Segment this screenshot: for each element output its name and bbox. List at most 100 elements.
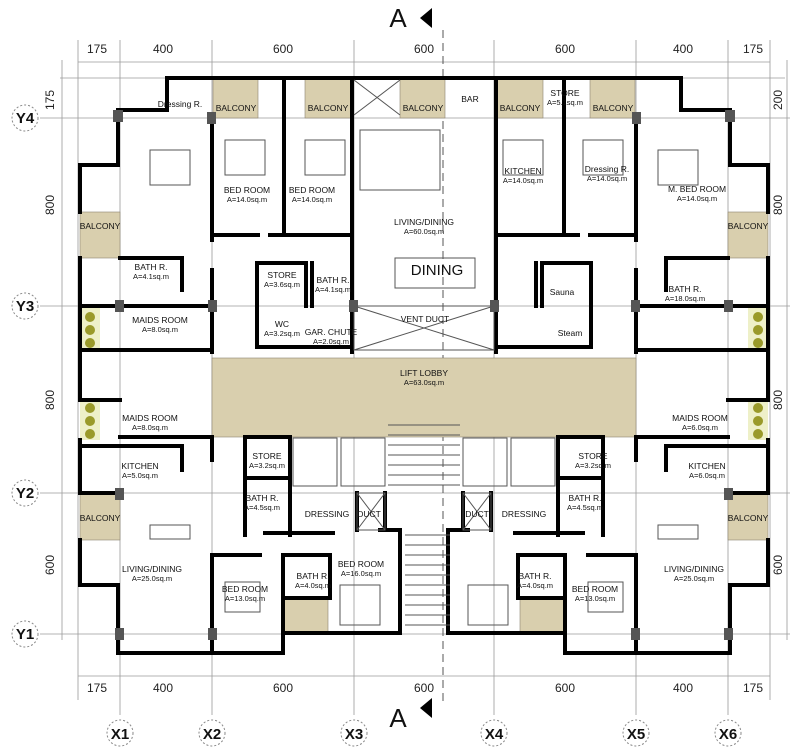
section-arrow-icon bbox=[420, 8, 432, 28]
room-area: A=6.0sq.m bbox=[682, 423, 718, 432]
room-area: A=25.0sq.m bbox=[674, 574, 714, 583]
dimension-label: 600 bbox=[414, 42, 434, 56]
dimension-label: 400 bbox=[673, 42, 693, 56]
room-area: A=8.0sq.m bbox=[142, 325, 178, 334]
room-area: A=14.0sq.m bbox=[677, 194, 717, 203]
room-area: A=25.0sq.m bbox=[132, 574, 172, 583]
room-area: A=14.0sq.m bbox=[227, 195, 267, 204]
room-area: A=5.1sq.m bbox=[547, 98, 583, 107]
grid-axis-label: Y3 bbox=[16, 298, 34, 315]
room-area: A=63.0sq.m bbox=[404, 378, 444, 387]
room-name: KITCHEN bbox=[688, 461, 725, 471]
section-mark-bottom: A bbox=[389, 698, 432, 733]
room-name: GAR. CHUTE bbox=[305, 327, 358, 337]
room-name: Sauna bbox=[550, 287, 575, 297]
room-area: A=3.2sq.m bbox=[264, 329, 300, 338]
grid-bubble bbox=[340, 719, 368, 747]
room-name: BED ROOM bbox=[289, 185, 335, 195]
room-name: BATH R. bbox=[246, 493, 279, 503]
grid-bubble bbox=[11, 479, 39, 507]
room-name: KITCHEN bbox=[121, 461, 158, 471]
room-name: BAR bbox=[461, 94, 478, 104]
dimension-label: 600 bbox=[771, 555, 785, 575]
room-name: BALCONY bbox=[728, 221, 769, 231]
room-area: A=4.0sq.m bbox=[517, 581, 553, 590]
room-area: A=4.1sq.m bbox=[315, 285, 351, 294]
dimension-label: 600 bbox=[414, 681, 434, 695]
room-area: A=5.0sq.m bbox=[122, 471, 158, 480]
room-area: A=13.0sq.m bbox=[575, 594, 615, 603]
room-name: DINING bbox=[411, 262, 464, 279]
dimension-label: 400 bbox=[153, 681, 173, 695]
plant-icons bbox=[85, 312, 763, 439]
grid-bubble bbox=[198, 719, 226, 747]
room-name: BATH R. bbox=[669, 284, 702, 294]
room-name: MAIDS ROOM bbox=[672, 413, 728, 423]
room-area: A=8.0sq.m bbox=[132, 423, 168, 432]
room-area: A=14.0sq.m bbox=[292, 195, 332, 204]
section-label: A bbox=[389, 703, 407, 733]
walls-left-half bbox=[78, 76, 426, 655]
grid-axis-label: Y2 bbox=[16, 485, 34, 502]
room-name: STORE bbox=[550, 88, 579, 98]
room-name: LIFT LOBBY bbox=[400, 368, 448, 378]
grid-bubble bbox=[106, 719, 134, 747]
grid-axis-label: X5 bbox=[627, 726, 645, 743]
dimension-label: 600 bbox=[555, 681, 575, 695]
room-name: BATH R. bbox=[317, 275, 350, 285]
room-area: A=3.2sq.m bbox=[249, 461, 285, 470]
room-name: BATH R. bbox=[569, 493, 602, 503]
room-area: A=60.0sq.m bbox=[404, 227, 444, 236]
room-name: STORE bbox=[267, 270, 296, 280]
room-name: BED ROOM bbox=[338, 559, 384, 569]
grid-axis-label: Y1 bbox=[16, 626, 34, 643]
grid-bubble bbox=[622, 719, 650, 747]
room-name: Steam bbox=[558, 328, 583, 338]
room-name: Dressing R. bbox=[585, 164, 629, 174]
room-area: A=4.5sq.m bbox=[244, 503, 280, 512]
lift-lobby-floor bbox=[211, 357, 637, 438]
grid-bubble bbox=[11, 104, 39, 132]
room-area: A=4.0sq.m bbox=[295, 581, 331, 590]
room-name: BALCONY bbox=[593, 103, 634, 113]
room-area: A=14.0sq.m bbox=[587, 174, 627, 183]
grid-bubble bbox=[11, 292, 39, 320]
room-name: KITCHEN bbox=[504, 166, 541, 176]
room-area: A=18.0sq.m bbox=[665, 294, 705, 303]
grid-axis-label: X1 bbox=[111, 726, 129, 743]
dimension-label: 175 bbox=[87, 42, 107, 56]
room-area: A=3.2sq.m bbox=[575, 461, 611, 470]
room-name: BED ROOM bbox=[224, 185, 270, 195]
dimension-label: 175 bbox=[743, 42, 763, 56]
room-area: A=4.1sq.m bbox=[133, 272, 169, 281]
grid-axis-label: X2 bbox=[203, 726, 221, 743]
grid-bubble bbox=[714, 719, 742, 747]
section-label: A bbox=[389, 3, 407, 33]
room-name: BATH R. bbox=[135, 262, 168, 272]
room-area: A=13.0sq.m bbox=[225, 594, 265, 603]
room-area: A=6.0sq.m bbox=[689, 471, 725, 480]
section-mark-top: A bbox=[389, 3, 432, 33]
room-name: STORE bbox=[252, 451, 281, 461]
room-name: BALCONY bbox=[728, 513, 769, 523]
room-name: DRESSING bbox=[305, 509, 349, 519]
room-area: A=14.0sq.m bbox=[503, 176, 543, 185]
room-name: LIVING/DINING bbox=[394, 217, 454, 227]
grid-axis-label: Y4 bbox=[16, 110, 35, 127]
dimension-label: 800 bbox=[771, 195, 785, 215]
dimension-label: 400 bbox=[673, 681, 693, 695]
room-area: A=2.0sq.m bbox=[313, 337, 349, 346]
room-name: WC bbox=[275, 319, 289, 329]
dimension-label: 175 bbox=[87, 681, 107, 695]
room-name: BALCONY bbox=[403, 103, 444, 113]
room-name: BALCONY bbox=[308, 103, 349, 113]
dimension-label: 800 bbox=[43, 195, 57, 215]
balcony-fills bbox=[79, 77, 769, 635]
dimension-label: 600 bbox=[273, 681, 293, 695]
dimension-label: 800 bbox=[771, 390, 785, 410]
room-name: LIVING/DINING bbox=[664, 564, 724, 574]
room-area: A=16.0sq.m bbox=[341, 569, 381, 578]
